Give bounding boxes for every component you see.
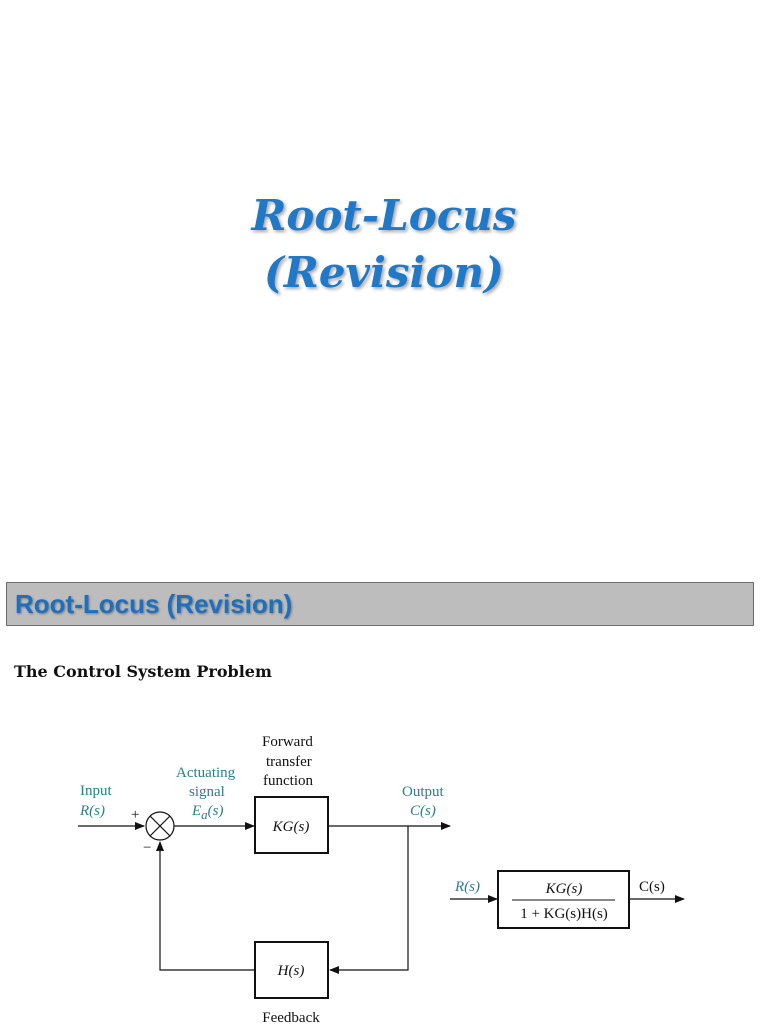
actuating-label-line2: signal [189, 784, 225, 800]
actuating-label-line1: Actuating [176, 765, 236, 781]
closed-output-symbol: C(s) [639, 879, 665, 895]
section-subtitle: The Control System Problem [14, 662, 272, 681]
actuating-symbol: Ea(s) [191, 803, 224, 822]
closed-numerator: KG(s) [545, 881, 583, 897]
feedback-path-left [156, 841, 255, 971]
plus-sign: + [131, 807, 139, 823]
forward-block-text: KG(s) [272, 819, 310, 835]
section-header-bar: Root-Locus (Revision) [6, 582, 754, 626]
feedback-label: Feedback [262, 1010, 320, 1024]
summing-junction [145, 811, 175, 841]
section-header-text: Root-Locus (Revision) [15, 589, 293, 619]
output-label: Output [402, 784, 445, 800]
forward-block [254, 796, 329, 854]
input-label: Input [80, 783, 112, 799]
forward-label-line1: Forward [262, 734, 313, 750]
main-title-line2: (Revision) [264, 248, 504, 297]
forward-label-line2: transfer [266, 754, 312, 770]
input-symbol: R(s) [79, 803, 105, 819]
feedback-block-text: H(s) [277, 963, 305, 979]
forward-label-line3: function [263, 773, 313, 789]
output-symbol: C(s) [410, 803, 436, 819]
minus-sign: − [143, 840, 151, 856]
closed-denominator: 1 + KG(s)H(s) [520, 906, 608, 922]
closed-input-symbol: R(s) [454, 879, 480, 895]
title-slide: Root-Locus (Revision) [251, 191, 517, 297]
feedback-path-right [329, 826, 409, 974]
main-title-line1: Root-Locus [251, 191, 517, 240]
